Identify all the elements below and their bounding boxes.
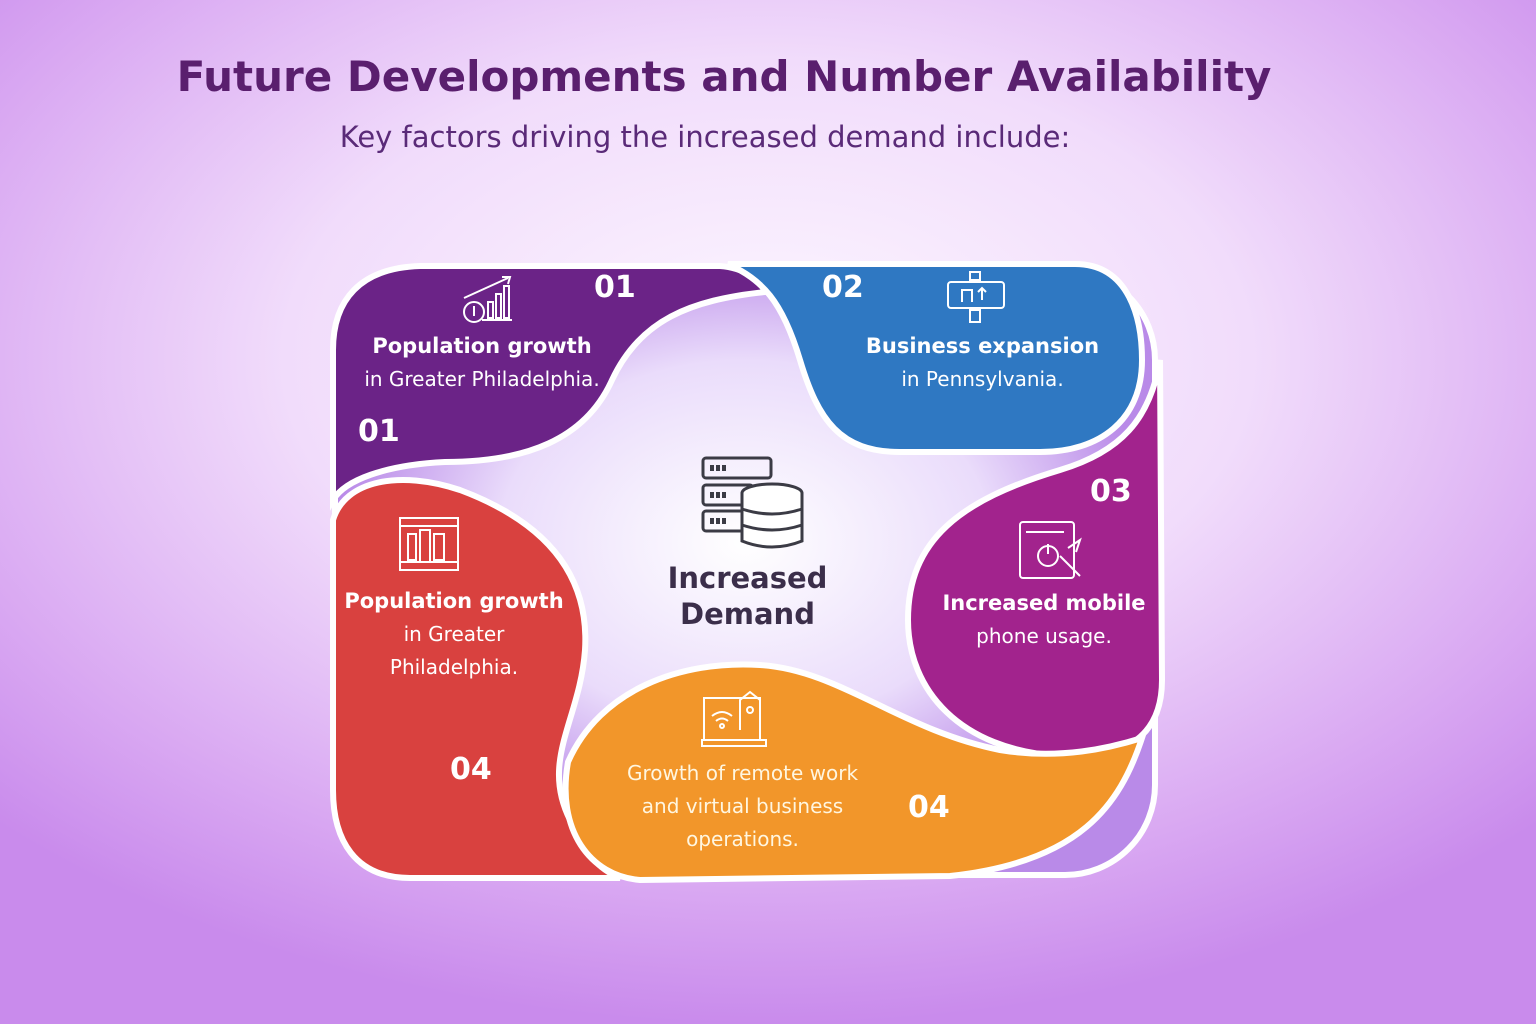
segment-5-text: Population growth in Greater Philadelphi…: [340, 585, 568, 684]
segment-3-number: 03: [1090, 474, 1132, 509]
segment-orange: [562, 661, 1147, 884]
page-title: Future Developments and Number Availabil…: [176, 52, 1272, 101]
segment-1-text: Population growth in Greater Philadelphi…: [352, 330, 612, 396]
segment-1-number: 01: [594, 270, 636, 305]
segment-1-number-secondary: 01: [358, 414, 400, 449]
growth-chart-icon: [463, 276, 512, 323]
laptop-wifi-home-icon: [701, 690, 767, 747]
segment-4-number: 04: [908, 790, 950, 825]
segment-1-title: Population growth: [372, 334, 592, 358]
screen-cursor-icon: [1019, 521, 1082, 579]
segment-5-line2: Philadelphia.: [389, 655, 519, 679]
segment-red: [330, 477, 622, 881]
segment-2-desc: in Pennsylvania.: [901, 367, 1064, 391]
segment-5-number: 04: [450, 752, 492, 787]
segment-4-line1: Growth of remote work: [626, 761, 859, 785]
server-database-icon: [701, 456, 804, 549]
building-window-icon: [399, 517, 459, 571]
segment-5-line1: in Greater: [403, 622, 505, 646]
segment-purple: [330, 263, 770, 511]
page-subtitle: Key factors driving the increased demand…: [339, 120, 1071, 154]
segment-4-line3: operations.: [686, 827, 799, 851]
segment-4-line2: and virtual business: [641, 794, 844, 818]
segment-3-desc: phone usage.: [976, 624, 1112, 648]
segment-3-text: Increased mobile phone usage.: [930, 587, 1158, 653]
segment-2-number: 02: [822, 270, 864, 305]
center-label: Increased Demand: [640, 560, 855, 632]
segment-4-text: Growth of remote work and virtual busine…: [600, 757, 885, 856]
center-line2: Demand: [680, 597, 815, 631]
segment-5-title: Population growth: [344, 589, 564, 613]
center-line1: Increased: [667, 561, 828, 595]
segment-2-text: Business expansion in Pennsylvania.: [850, 330, 1115, 396]
segment-1-desc: in Greater Philadelphia.: [364, 367, 600, 391]
segment-2-title: Business expansion: [865, 334, 1100, 358]
signpost-board-icon: [947, 271, 1005, 323]
segment-blue: [726, 261, 1146, 455]
segment-3-title: Increased mobile: [942, 591, 1146, 615]
